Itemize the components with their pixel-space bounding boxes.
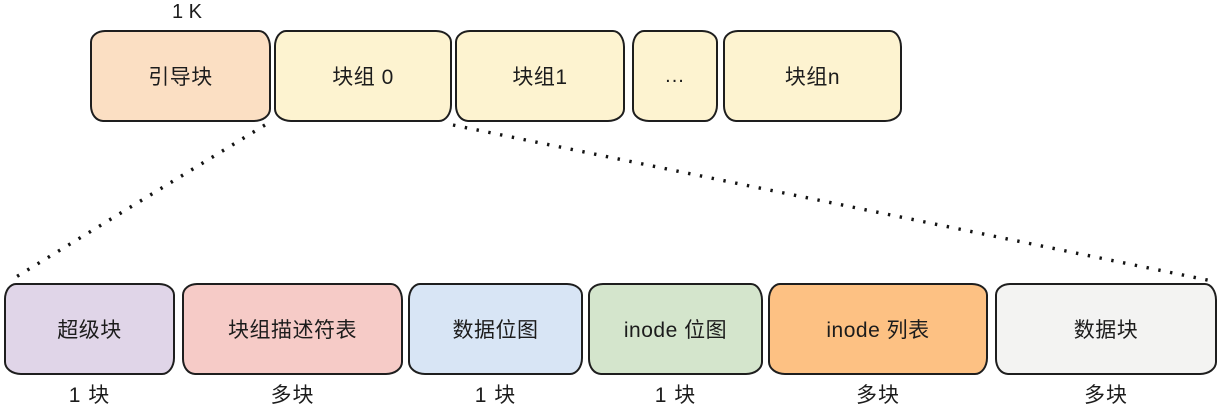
data-bitmap-box: 数据位图 bbox=[408, 283, 583, 375]
data-blocks-box: 数据块 bbox=[995, 283, 1217, 375]
data-blocks-label: 数据块 bbox=[1073, 319, 1139, 342]
data-bitmap-label: 数据位图 bbox=[452, 319, 539, 342]
inode-bitmap-box: inode 位图 bbox=[588, 283, 763, 375]
boot-block-label: 引导块 bbox=[148, 66, 213, 89]
data-bitmap-count-label: 1 块 bbox=[474, 384, 517, 407]
inode-bitmap-label: inode 位图 bbox=[623, 319, 728, 342]
inode-table-count-label: 多块 bbox=[856, 384, 900, 407]
ellipsis-label: ... bbox=[665, 64, 685, 87]
block-group-0-box: 块组 0 bbox=[274, 30, 452, 122]
block-size-label: 1 K bbox=[171, 1, 203, 23]
group-descriptor-table-count-label: 多块 bbox=[270, 384, 315, 407]
super-block-box: 超级块 bbox=[4, 283, 175, 375]
data-blocks-count-label: 多块 bbox=[1084, 384, 1128, 407]
inode-table-label: inode 列表 bbox=[826, 319, 930, 342]
expansion-line-right bbox=[452, 123, 1213, 283]
inode-bitmap-count-label: 1 块 bbox=[654, 384, 697, 407]
group-descriptor-table-label: 块组描述符表 bbox=[228, 319, 357, 342]
block-group-0-label: 块组 0 bbox=[332, 66, 394, 89]
block-group-1-label: 块组1 bbox=[512, 66, 568, 89]
expansion-line-left bbox=[10, 123, 266, 282]
group-descriptor-table-box: 块组描述符表 bbox=[182, 283, 403, 375]
ellipsis-box: ... bbox=[632, 30, 718, 122]
boot-block-box: 引导块 bbox=[90, 30, 271, 122]
block-group-n-box: 块组n bbox=[723, 30, 902, 122]
super-block-label: 超级块 bbox=[57, 319, 122, 342]
block-group-n-label: 块组n bbox=[784, 66, 841, 89]
super-block-count-label: 1 块 bbox=[68, 384, 111, 407]
block-group-1-box: 块组1 bbox=[455, 30, 625, 122]
inode-table-box: inode 列表 bbox=[768, 283, 988, 375]
